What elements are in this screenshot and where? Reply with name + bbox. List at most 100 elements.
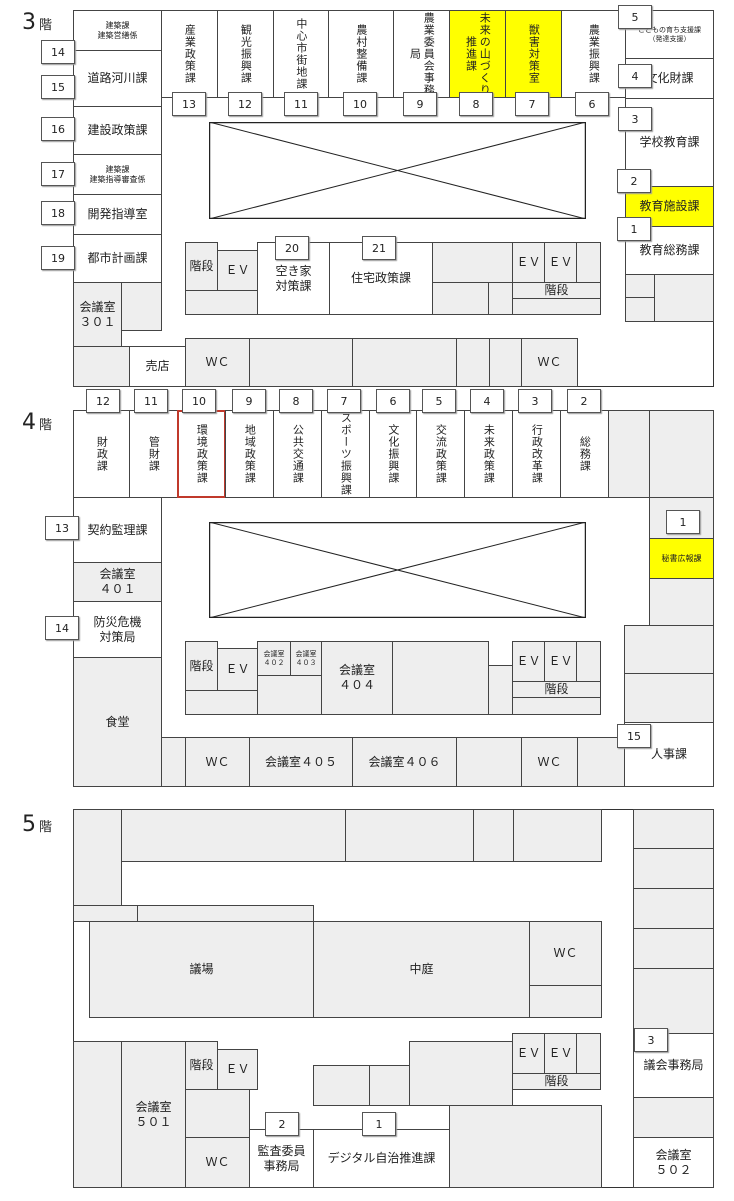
room-number-badge[interactable]: 11 (134, 389, 168, 413)
room-kaihatsu[interactable]: 開発指導室 (73, 194, 162, 235)
room-shokudo[interactable]: 食堂 (73, 657, 162, 787)
room-kaigi401[interactable]: 会議室 ４０１ (73, 562, 162, 602)
room-number-badge[interactable]: 3 (518, 389, 552, 413)
room-number-badge[interactable]: 2 (265, 1112, 299, 1136)
room-ev2[interactable]: ＥＶ (512, 242, 545, 283)
room-digital[interactable]: デジタル自治推進課 (313, 1129, 450, 1188)
room-number-badge[interactable]: 13 (172, 92, 206, 116)
room-kanko[interactable]: 観光振興課 (217, 10, 274, 98)
room-nogyo-shinko[interactable]: 農業振興課 (561, 10, 626, 98)
room-kaidan1[interactable]: 階段 (185, 242, 218, 291)
room-ev2[interactable]: ＥＶ (512, 1033, 545, 1074)
room-number-badge[interactable]: 9 (403, 92, 437, 116)
room-number-badge[interactable]: 3 (634, 1028, 668, 1052)
room-wc1[interactable]: ＷＣ (185, 737, 250, 787)
room-kaidan2[interactable]: 階段 (512, 1073, 601, 1090)
room-number-badge[interactable]: 13 (45, 516, 79, 540)
room-number-badge[interactable]: 2 (617, 169, 651, 193)
room-kenchiku-shido[interactable]: 建築課 建築指導審査係 (73, 154, 162, 195)
room-ev1[interactable]: ＥＶ (217, 1049, 258, 1090)
room-kenchiku-eizen[interactable]: 建築課 建築営繕係 (73, 10, 162, 51)
room-wc2[interactable]: ＷＣ (521, 338, 578, 387)
room-kaidan2[interactable]: 階段 (512, 681, 601, 698)
room-bosai[interactable]: 防災危機 対策局 (73, 601, 162, 658)
room-number-badge[interactable]: 18 (41, 201, 75, 225)
room-gijo[interactable]: 議場 (89, 921, 314, 1018)
room-toshi[interactable]: 都市計画課 (73, 234, 162, 283)
room-ev3[interactable]: ＥＶ (544, 1033, 577, 1074)
room-number-badge[interactable]: 4 (470, 389, 504, 413)
room-wc1[interactable]: ＷＣ (185, 338, 250, 387)
room-nogyo-iinkai[interactable]: 農業委員会事務局 (393, 10, 450, 98)
room-gyosei[interactable]: 行政改革課 (512, 410, 561, 498)
room-number-badge[interactable]: 5 (618, 5, 652, 29)
room-number-badge[interactable]: 10 (343, 92, 377, 116)
room-kanzai[interactable]: 管財課 (129, 410, 178, 498)
room-number-badge[interactable]: 2 (567, 389, 601, 413)
room-doro[interactable]: 道路河川課 (73, 50, 162, 107)
room-number-badge[interactable]: 16 (41, 117, 75, 141)
room-sangyo[interactable]: 産業政策課 (161, 10, 218, 98)
room-number-badge[interactable]: 20 (275, 236, 309, 260)
room-ev1[interactable]: ＥＶ (217, 648, 258, 691)
room-mirai[interactable]: 未来政策課 (464, 410, 513, 498)
room-number-badge[interactable]: 7 (515, 92, 549, 116)
room-shisetsu[interactable]: 教育施設課 (625, 186, 714, 227)
room-noson[interactable]: 農村整備課 (328, 10, 394, 98)
room-kaidan2[interactable]: 階段 (512, 282, 601, 299)
room-number-badge[interactable]: 5 (422, 389, 456, 413)
room-kankyo[interactable]: 環境政策課 (177, 410, 226, 498)
room-number-badge[interactable]: 7 (327, 389, 361, 413)
room-ev3[interactable]: ＥＶ (544, 242, 577, 283)
room-somu[interactable]: 総務課 (560, 410, 609, 498)
room-kokyo[interactable]: 公共交通課 (273, 410, 322, 498)
room-number-badge[interactable]: 1 (666, 510, 700, 534)
room-number-badge[interactable]: 10 (182, 389, 216, 413)
room-kensetsu[interactable]: 建設政策課 (73, 106, 162, 155)
room-sports[interactable]: スポーツ振興課 (321, 410, 370, 498)
room-number-badge[interactable]: 14 (45, 616, 79, 640)
room-number-badge[interactable]: 1 (362, 1112, 396, 1136)
room-kaigi402[interactable]: 会議室 ４０２ (257, 641, 291, 676)
room-nakaniwa[interactable]: 中庭 (313, 921, 530, 1018)
room-kaigi301[interactable]: 会議室 ３０１ (73, 282, 122, 347)
room-mirai-yama[interactable]: 未来の山づくり推進課 (449, 10, 506, 98)
room-kaidan1[interactable]: 階段 (185, 641, 218, 691)
room-jugai[interactable]: 獣害対策室 (505, 10, 562, 98)
room-ev3[interactable]: ＥＶ (544, 641, 577, 682)
room-wc1[interactable]: ＷＣ (529, 921, 602, 986)
room-kaidan1[interactable]: 階段 (185, 1041, 218, 1090)
room-number-badge[interactable]: 15 (617, 724, 651, 748)
room-kaigi404[interactable]: 会議室 ４０４ (321, 641, 393, 715)
room-ev1[interactable]: ＥＶ (217, 250, 258, 291)
room-number-badge[interactable]: 17 (41, 162, 75, 186)
room-number-badge[interactable]: 15 (41, 75, 75, 99)
room-kaigi405[interactable]: 会議室４０５ (249, 737, 353, 787)
room-number-badge[interactable]: 6 (575, 92, 609, 116)
room-ev2[interactable]: ＥＶ (512, 641, 545, 682)
room-baiten[interactable]: 売店 (129, 346, 186, 387)
room-chiiki[interactable]: 地域政策課 (225, 410, 274, 498)
room-number-badge[interactable]: 21 (362, 236, 396, 260)
room-kaigi403[interactable]: 会議室 ４０３ (290, 641, 322, 676)
room-number-badge[interactable]: 1 (617, 217, 651, 241)
room-number-badge[interactable]: 9 (232, 389, 266, 413)
room-wc2[interactable]: ＷＣ (185, 1137, 250, 1188)
room-bunka[interactable]: 文化振興課 (369, 410, 417, 498)
room-kansa[interactable]: 監査委員 事務局 (249, 1129, 314, 1188)
room-number-badge[interactable]: 14 (41, 40, 75, 64)
room-kaigi406[interactable]: 会議室４０６ (352, 737, 457, 787)
room-number-badge[interactable]: 19 (41, 246, 75, 270)
room-number-badge[interactable]: 6 (376, 389, 410, 413)
room-kaigi501[interactable]: 会議室 ５０１ (121, 1041, 186, 1188)
room-koryu[interactable]: 交流政策課 (416, 410, 465, 498)
room-kaigi502[interactable]: 会議室 ５０２ (633, 1137, 714, 1188)
room-keiyaku[interactable]: 契約監理課 (73, 497, 162, 563)
room-number-badge[interactable]: 12 (86, 389, 120, 413)
room-number-badge[interactable]: 3 (618, 107, 652, 131)
room-hisho[interactable]: 秘書広報課 (649, 538, 714, 579)
room-number-badge[interactable]: 12 (228, 92, 262, 116)
room-wc2[interactable]: ＷＣ (521, 737, 578, 787)
room-zaisei[interactable]: 財政課 (73, 410, 130, 498)
room-number-badge[interactable]: 11 (284, 92, 318, 116)
